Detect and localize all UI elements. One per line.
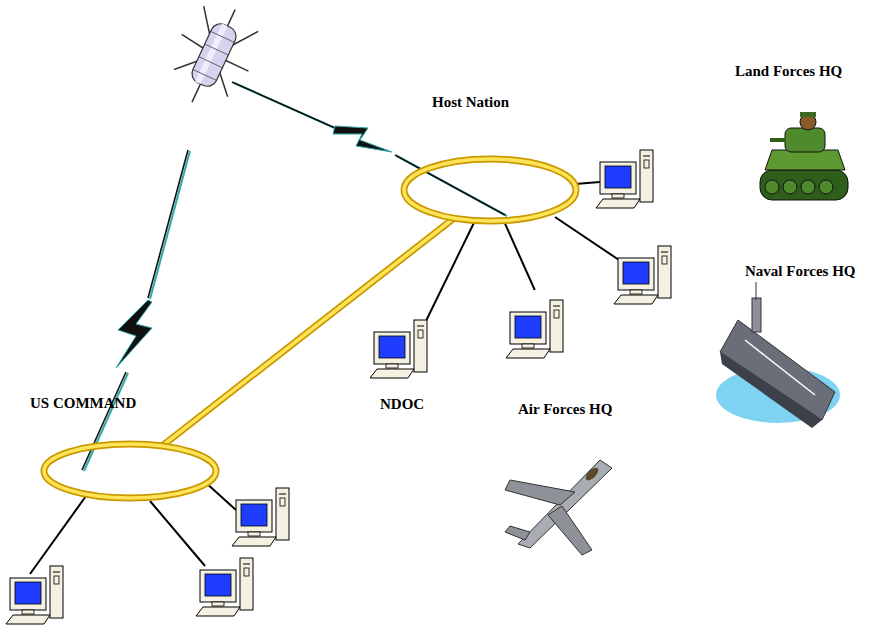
radio-link <box>82 372 126 470</box>
ring-outline <box>400 155 580 225</box>
network-name: Host Nation <box>432 93 509 111</box>
computer-icon <box>596 150 653 208</box>
tank-picture <box>760 112 848 200</box>
computer-icon <box>506 300 563 358</box>
site-label: NDOC <box>380 395 424 413</box>
computer-icon <box>6 566 63 624</box>
fighter-jet-picture <box>505 460 612 555</box>
lightning-symbol <box>116 300 152 368</box>
ring-link-outline <box>162 218 454 446</box>
force-label: Land Forces HQ <box>735 62 842 80</box>
network-name: US COMMAND <box>30 394 136 412</box>
aircraft-carrier-picture <box>716 282 840 428</box>
network-wire <box>555 217 622 262</box>
network-ring: US COMMAND <box>40 440 220 502</box>
network-wire <box>150 501 205 566</box>
site-label: Air Forces HQ <box>518 400 612 418</box>
network-wire <box>426 221 475 320</box>
backbone-link <box>162 218 454 446</box>
network-wire <box>504 221 535 290</box>
radio-link <box>84 373 128 471</box>
ring-outline <box>40 440 220 502</box>
lightning-symbol <box>333 126 392 152</box>
network-wire <box>30 496 86 574</box>
radio-link <box>150 151 190 299</box>
computer-icon <box>196 558 253 616</box>
force-label: Naval Forces HQ <box>745 262 856 280</box>
computer-icon <box>232 488 289 546</box>
radio-link <box>148 150 188 298</box>
network-ring: Host Nation <box>400 155 580 225</box>
network-wire <box>575 182 600 184</box>
workstation: Air Forces HQ <box>498 290 632 425</box>
satellite-icon <box>158 0 270 118</box>
workstation: NDOC <box>368 320 436 420</box>
computer-icon <box>614 246 671 304</box>
computer-icon <box>370 320 427 378</box>
radio-link <box>232 82 335 128</box>
network-wire <box>205 482 236 510</box>
